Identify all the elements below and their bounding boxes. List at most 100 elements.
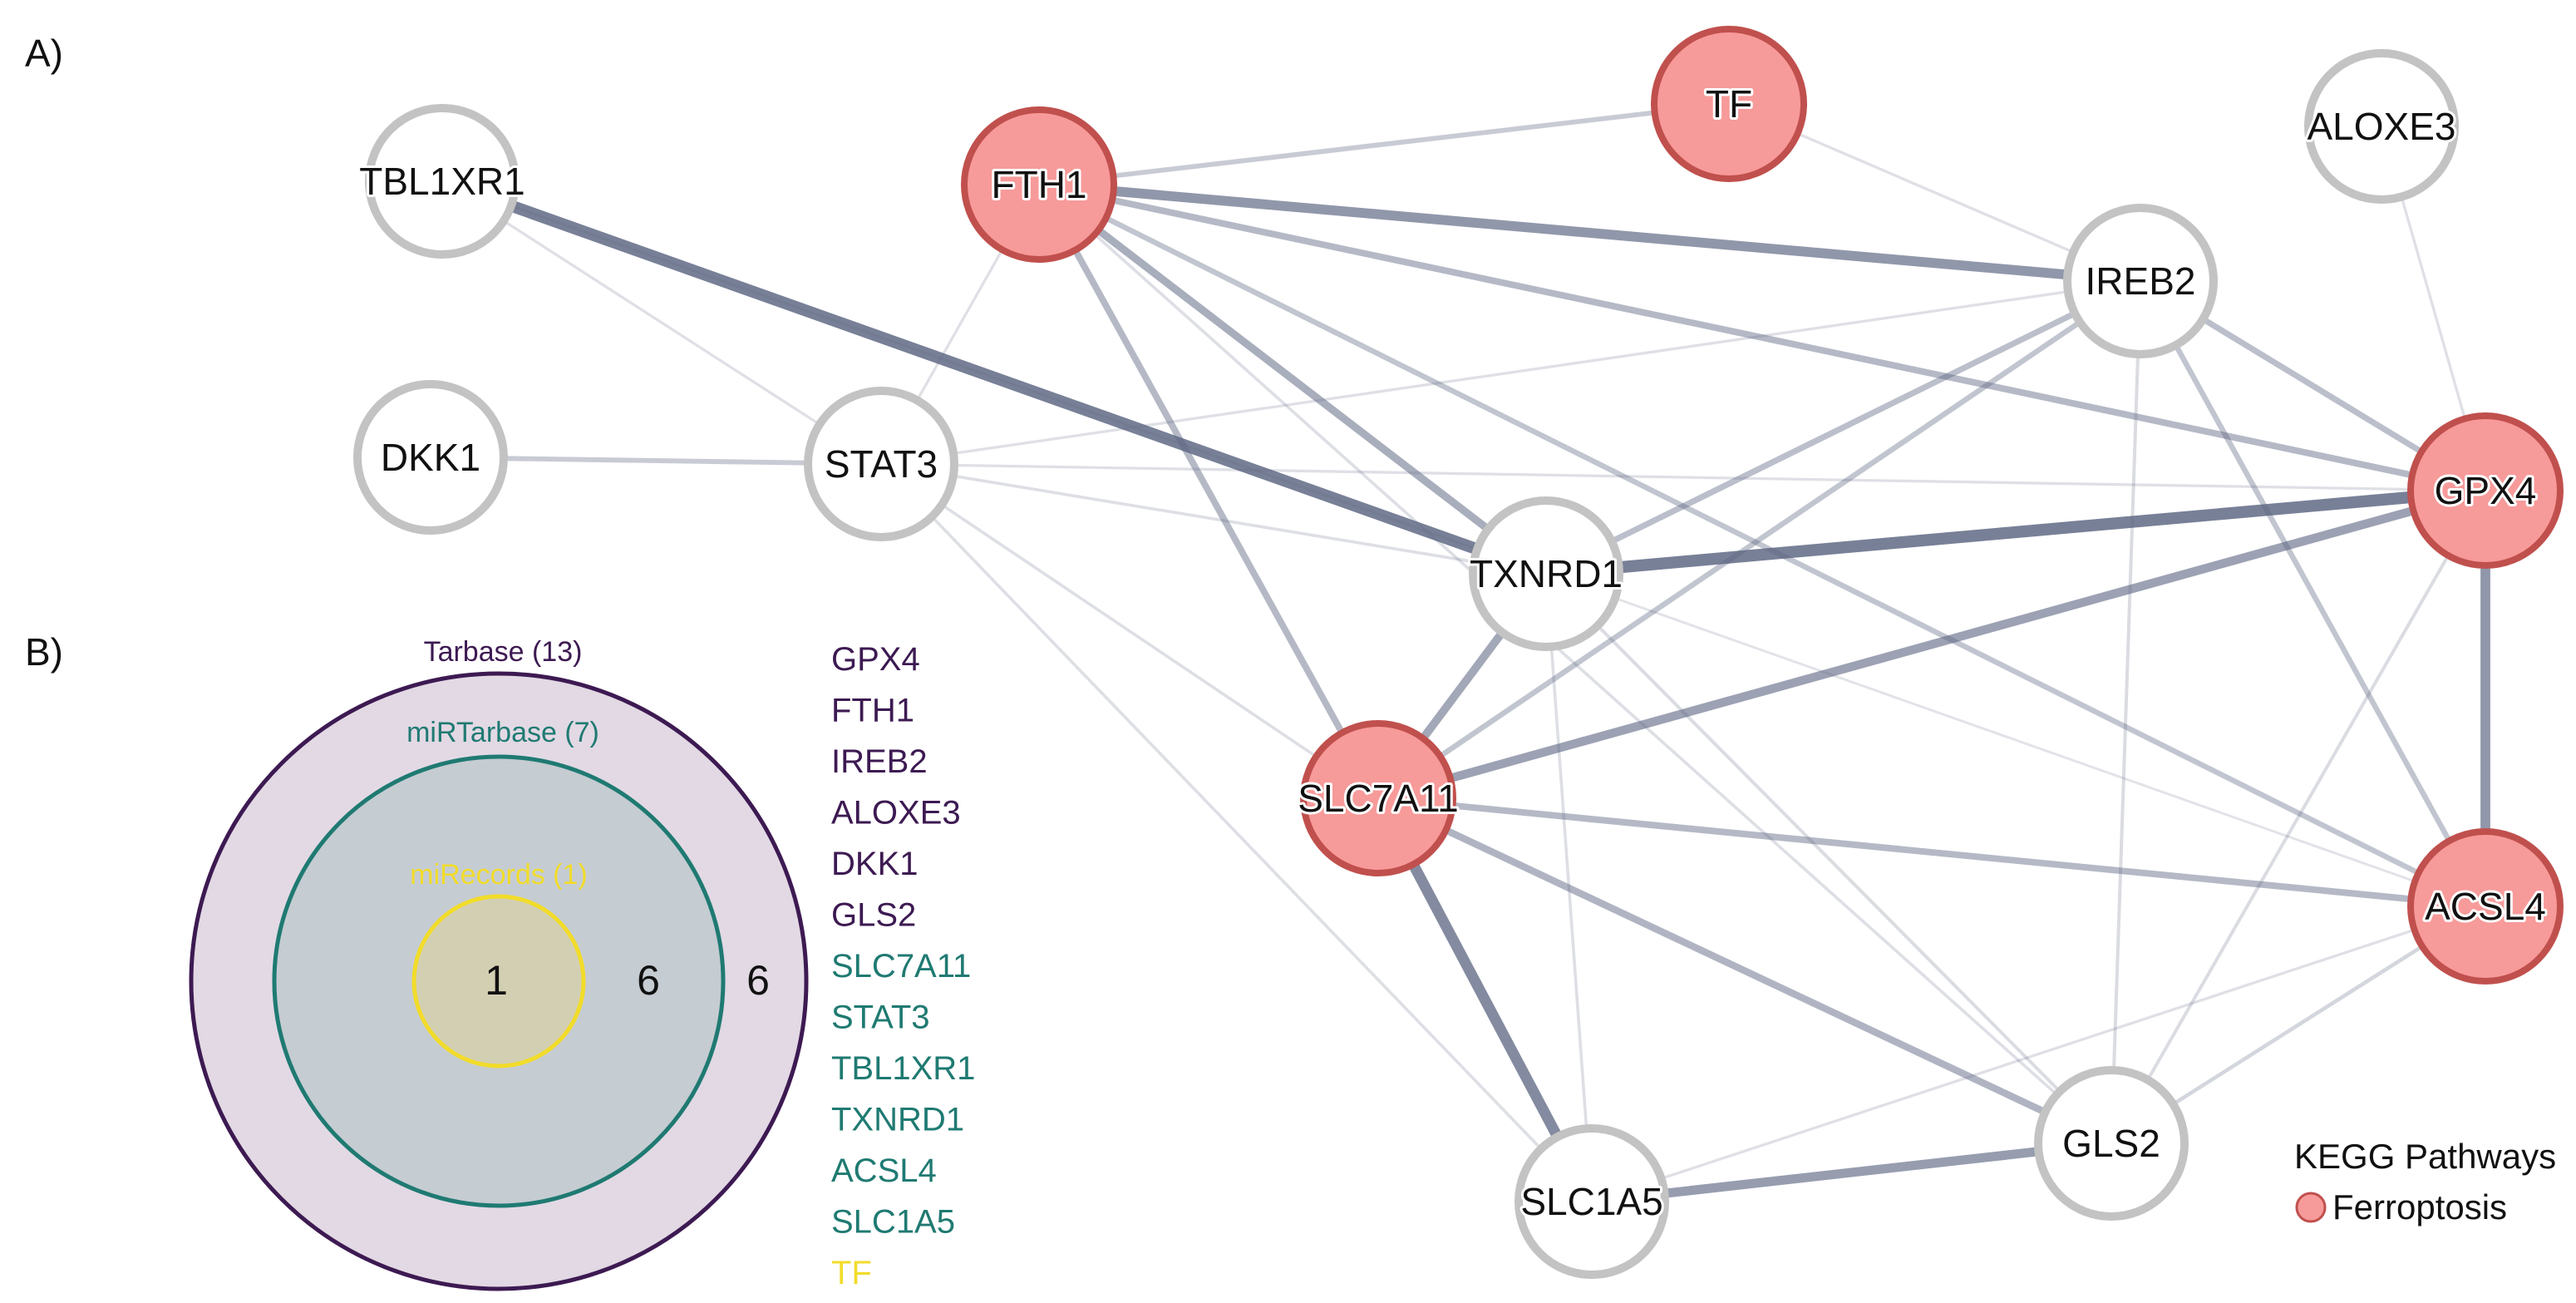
legend: KEGG Pathways Ferroptosis (2294, 1137, 2556, 1226)
edge-stat3-slc1a5 (879, 462, 1593, 1203)
edge-fth1-gpx4 (1036, 181, 2489, 494)
node-slc7a11: SLC7A11 (1295, 720, 1461, 876)
node-aloxe3: ALOXE3 (2304, 49, 2459, 204)
node-label-tf: TF (1706, 82, 1752, 126)
edge-slc7a11-acsl4 (1375, 795, 2489, 910)
node-label-ireb2: IREB2 (2086, 259, 2196, 303)
node-label-slc7a11: SLC7A11 (1298, 777, 1459, 820)
gene-list-item: SLC1A5 (831, 1204, 955, 1241)
gene-list-item: TXNRD1 (831, 1102, 964, 1138)
edge-acsl4-slc1a5 (1590, 905, 2487, 1203)
edge-txnrd1-gls2 (1544, 572, 2113, 1145)
node-ireb2: IREB2 (2063, 204, 2218, 358)
gene-list: GPX4FTH1IREB2ALOXE3DKK1GLS2SLC7A11STAT3T… (831, 641, 975, 1291)
edge-fth1-gls2 (1037, 183, 2113, 1145)
node-txnrd1: TXNRD1 (1467, 496, 1625, 651)
node-circle-acsl4 (2407, 828, 2564, 985)
edge-ireb2-slc7a11 (1375, 278, 2144, 802)
edge-slc7a11-gls2 (1374, 794, 2115, 1148)
venn-count-mirecords: 1 (485, 957, 508, 1004)
node-acsl4: ACSL4 (2407, 828, 2564, 985)
edge-stat3-txnrd1 (879, 462, 1548, 575)
node-circle-ireb2 (2063, 204, 2218, 358)
node-circle-fth1 (961, 106, 1117, 263)
panel-a-label: A) (25, 32, 63, 75)
edge-ireb2-stat3 (879, 279, 2142, 466)
node-circle-stat3 (804, 387, 958, 541)
legend-item-ferroptosis: Ferroptosis (2332, 1187, 2507, 1226)
node-label-aloxe3: ALOXE3 (2308, 105, 2456, 148)
node-circle-dkk1 (353, 380, 508, 535)
gene-list-item: DKK1 (831, 846, 919, 882)
venn-label-tarbase: Tarbase (13) (424, 636, 583, 668)
gene-list-item: GLS2 (831, 897, 916, 934)
venn-label-mirtarbase: miRTarbase (7) (406, 717, 599, 748)
node-circle-slc1a5 (1515, 1124, 1669, 1279)
node-tbl1xr1: TBL1XR1 (357, 104, 528, 259)
edge-tbl1xr1-stat3 (441, 180, 883, 466)
edge-fth1-slc7a11 (1036, 181, 1382, 802)
gene-list-item: STAT3 (831, 999, 930, 1036)
node-slc1a5: SLC1A5 (1515, 1124, 1669, 1279)
node-label-tbl1xr1: TBL1XR1 (359, 160, 525, 203)
edge-ireb2-txnrd1 (1543, 278, 2144, 577)
legend-title: KEGG Pathways (2294, 1137, 2556, 1176)
node-circle-slc7a11 (1300, 720, 1456, 876)
node-circle-tf (1651, 26, 1807, 182)
node-label-dkk1: DKK1 (381, 436, 480, 479)
edge-ireb2-acsl4 (2137, 278, 2489, 910)
gene-list-item: GPX4 (831, 641, 920, 678)
edge-tbl1xr1-txnrd1 (441, 180, 1548, 575)
edge-tbl1xr1-txnrd1 (436, 175, 1553, 580)
node-gpx4: GPX4 (2407, 412, 2564, 569)
edge-gls2-slc1a5 (1587, 1138, 2116, 1207)
node-label-acsl4: ACSL4 (2425, 885, 2546, 928)
node-stat3: STAT3 (804, 387, 958, 541)
venn-count-mirtarbase-only: 6 (637, 957, 660, 1004)
node-circle-txnrd1 (1469, 496, 1623, 651)
gene-list-item: TF (831, 1255, 872, 1291)
edge-stat3-gpx4 (879, 462, 2487, 492)
venn-count-tarbase-only: 6 (746, 957, 770, 1004)
edge-fth1-acsl4 (1036, 181, 2489, 910)
node-tf: TF (1651, 26, 1807, 182)
node-dkk1: DKK1 (353, 380, 508, 535)
edge-fth1-txnrd1 (1035, 180, 1550, 578)
node-circle-aloxe3 (2304, 49, 2459, 204)
edge-txnrd1-acsl4 (1544, 572, 2487, 908)
edge-gpx4-slc7a11 (1373, 486, 2490, 803)
node-label-gpx4: GPX4 (2435, 469, 2537, 512)
panel-b-label: B) (25, 630, 63, 674)
edge-fth1-ireb2 (1034, 180, 2145, 286)
node-fth1: FTH1 (961, 106, 1117, 263)
node-label-txnrd1: TXNRD1 (1470, 552, 1623, 595)
edge-ireb2-gls2 (2110, 279, 2142, 1145)
gene-list-item: FTH1 (831, 693, 914, 729)
gene-list-item: ACSL4 (831, 1152, 937, 1189)
gene-list-item: ALOXE3 (831, 795, 961, 832)
edge-fth1-tf (1037, 101, 1731, 187)
node-label-slc1a5: SLC1A5 (1520, 1180, 1662, 1223)
legend-swatch-ferroptosis (2295, 1192, 2327, 1223)
edge-gpx4-gls2 (2110, 489, 2487, 1145)
node-label-fth1: FTH1 (992, 163, 1087, 206)
node-gls2: GLS2 (2034, 1066, 2189, 1221)
edge-txnrd1-gpx4 (1539, 484, 2492, 580)
node-circle-gls2 (2034, 1066, 2189, 1221)
gene-list-item: SLC7A11 (831, 948, 971, 985)
edge-txnrd1-slc1a5 (1544, 572, 1593, 1203)
edge-stat3-slc7a11 (879, 462, 1380, 800)
node-circle-gpx4 (2407, 412, 2564, 569)
node-label-stat3: STAT3 (825, 442, 938, 486)
venn-diagram: Tarbase (13) miRTarbase (7) miRecords (1… (189, 636, 809, 1291)
gene-list-item: IREB2 (831, 743, 928, 780)
node-circle-tbl1xr1 (365, 104, 520, 259)
gene-list-item: TBL1XR1 (831, 1050, 975, 1087)
venn-label-mirecords: miRecords (1) (410, 859, 587, 891)
node-label-gls2: GLS2 (2062, 1122, 2160, 1165)
venn-circle-mirecords (411, 894, 586, 1069)
network-edges (428, 101, 2492, 1207)
